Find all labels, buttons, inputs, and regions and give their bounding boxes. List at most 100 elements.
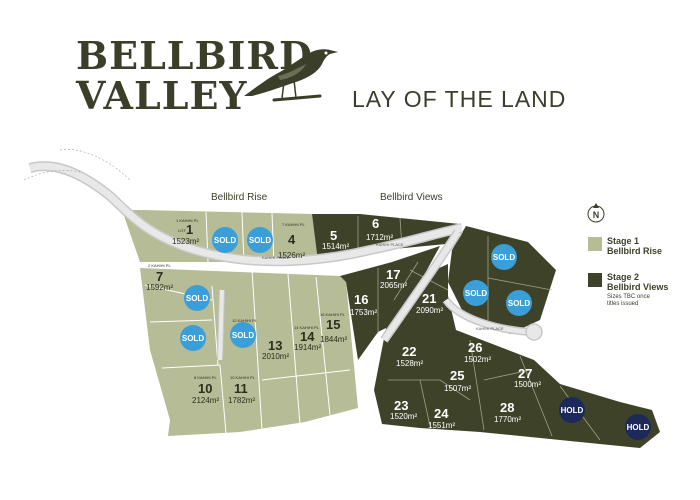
map-legend: Stage 1 Bellbird Rise Stage 2 Bellbird V…	[588, 236, 668, 324]
svg-text:14: 14	[300, 329, 315, 344]
svg-text:SOLD: SOLD	[465, 289, 487, 298]
lot-22[interactable]: 22 1528m²	[396, 344, 423, 368]
svg-text:14 KAHIHI PL: 14 KAHIHI PL	[294, 325, 320, 330]
svg-text:11: 11	[234, 381, 248, 396]
north-letter: N	[593, 210, 600, 220]
svg-text:1500m²: 1500m²	[514, 380, 541, 389]
lot-27[interactable]: 27 1500m²	[514, 366, 541, 389]
svg-text:SOLD: SOLD	[186, 294, 208, 303]
lot-23[interactable]: 23 1520m²	[390, 398, 417, 421]
svg-text:2 KAHIHI PL: 2 KAHIHI PL	[148, 263, 171, 268]
sold-badge[interactable]: SOLD	[230, 322, 256, 348]
lot-14[interactable]: 14 KAHIHI PL 14 1914m²	[294, 325, 321, 352]
svg-text:1: 1	[186, 222, 193, 237]
svg-text:2124m²: 2124m²	[192, 396, 219, 405]
svg-text:SOLD: SOLD	[182, 334, 204, 343]
lot-block-rise-south	[140, 268, 358, 436]
lot-17[interactable]: 17 2065m²	[380, 267, 407, 290]
sold-badges: SOLD SOLD SOLD SOLD SOLD SOLD SOLD SOLD	[180, 227, 532, 351]
svg-text:1753m²: 1753m²	[350, 308, 377, 317]
brand-wordmark: BELLBIRD VALLEY	[76, 36, 313, 116]
lot-26[interactable]: 26 1502m²	[464, 340, 491, 364]
legend-stage-2: Stage 2 Bellbird Views Sizes TBC once ti…	[588, 272, 668, 308]
stage-1-lot-labels: 1 KAHIHI PL LOT 1 1523m² 7 KAHIHI PL 4 1…	[146, 218, 347, 405]
lot-10[interactable]: 8 KAHIHI PL 10 2124m²	[192, 375, 219, 405]
svg-text:LOT: LOT	[178, 228, 186, 233]
legend-stage-1: Stage 1 Bellbird Rise	[588, 236, 668, 256]
lot-5[interactable]: 5 1514m²	[322, 228, 349, 251]
svg-text:10: 10	[198, 381, 212, 396]
svg-text:1 KAHIHI PL: 1 KAHIHI PL	[176, 218, 199, 223]
svg-text:7: 7	[156, 269, 163, 284]
svg-text:1770m²: 1770m²	[494, 415, 521, 424]
lot-6[interactable]: 6 1712m²	[366, 216, 393, 242]
sold-badge[interactable]: SOLD	[247, 227, 273, 253]
lot-16[interactable]: 16 1753m²	[350, 292, 377, 317]
svg-text:1844m²: 1844m²	[320, 335, 347, 344]
svg-text:21: 21	[422, 291, 436, 306]
legend-note: Sizes TBC once titles issued	[607, 294, 668, 308]
lot-13[interactable]: 12 KAHIHI PL 13 2010m²	[232, 318, 289, 361]
legend-note-line-2: titles issued	[607, 301, 639, 307]
legend-note-line-1: Sizes TBC once	[607, 294, 650, 300]
svg-text:8 KAHIHI PL: 8 KAHIHI PL	[194, 375, 217, 380]
svg-text:HOLD: HOLD	[627, 423, 650, 432]
hold-badge[interactable]: HOLD	[559, 397, 585, 423]
svg-text:2065m²: 2065m²	[380, 281, 407, 290]
svg-text:5: 5	[330, 228, 337, 243]
svg-text:2090m²: 2090m²	[416, 306, 443, 315]
sold-badge[interactable]: SOLD	[491, 244, 517, 270]
svg-text:1520m²: 1520m²	[390, 412, 417, 421]
svg-text:1526m²: 1526m²	[278, 251, 305, 260]
svg-text:25: 25	[450, 368, 464, 383]
svg-text:2010m²: 2010m²	[262, 352, 289, 361]
sold-badge[interactable]: SOLD	[463, 280, 489, 306]
brand-line-1: BELLBIRD	[76, 33, 313, 78]
svg-text:16 KAHIHI PL: 16 KAHIHI PL	[320, 312, 346, 317]
svg-text:10 KAHIHI PL: 10 KAHIHI PL	[230, 375, 256, 380]
hold-badge[interactable]: HOLD	[625, 414, 651, 440]
sold-badge[interactable]: SOLD	[184, 285, 210, 311]
lot-7[interactable]: 2 KAHIHI PL 7 1592m²	[146, 263, 173, 292]
lot-4[interactable]: 7 KAHIHI PL 4 1526m²	[278, 222, 305, 260]
svg-text:15: 15	[326, 317, 340, 332]
lot-11[interactable]: 10 KAHIHI PL 11 1782m²	[228, 375, 256, 405]
lot-1[interactable]: 1 KAHIHI PL LOT 1 1523m²	[172, 218, 199, 246]
svg-text:24: 24	[434, 406, 449, 421]
svg-text:1712m²: 1712m²	[366, 233, 393, 242]
road-network: KAHIHI PLACE KAHIHI PLACE KAHIHI PLACE	[23, 149, 543, 361]
legend-stage-2-name: Bellbird Views	[607, 282, 669, 292]
svg-text:17: 17	[386, 267, 400, 282]
legend-swatch-stage-1	[588, 237, 602, 251]
svg-text:22: 22	[402, 344, 416, 359]
lot-28[interactable]: 28 1770m²	[494, 400, 521, 424]
legend-swatch-stage-2	[588, 273, 602, 287]
svg-text:16: 16	[354, 292, 368, 307]
lot-25[interactable]: 25 1507m²	[444, 368, 471, 393]
svg-text:SOLD: SOLD	[493, 253, 515, 262]
svg-text:1782m²: 1782m²	[228, 396, 255, 405]
brand-line-2: VALLEY	[76, 73, 248, 118]
svg-text:SOLD: SOLD	[249, 236, 271, 245]
bellbird-logo-icon	[244, 49, 338, 102]
sold-badge[interactable]: SOLD	[506, 290, 532, 316]
sold-badge[interactable]: SOLD	[180, 325, 206, 351]
svg-text:SOLD: SOLD	[232, 331, 254, 340]
svg-text:SOLD: SOLD	[508, 299, 530, 308]
road-label-views: KAHIHI PLACE	[376, 242, 404, 247]
svg-text:HOLD: HOLD	[561, 406, 584, 415]
svg-text:12 KAHIHI PL: 12 KAHIHI PL	[232, 318, 258, 323]
svg-text:1507m²: 1507m²	[444, 384, 471, 393]
svg-text:27: 27	[518, 366, 532, 381]
legend-stage-2-title: Stage 2	[607, 272, 640, 282]
lot-24[interactable]: 24 1551m²	[428, 406, 455, 430]
sold-badge[interactable]: SOLD	[212, 227, 238, 253]
svg-text:23: 23	[394, 398, 408, 413]
svg-text:1592m²: 1592m²	[146, 283, 173, 292]
lot-21[interactable]: 21 2090m²	[416, 291, 443, 315]
svg-text:SOLD: SOLD	[214, 236, 236, 245]
svg-text:1502m²: 1502m²	[464, 355, 491, 364]
page-subtitle: LAY OF THE LAND	[352, 86, 567, 112]
legend-stage-1-name: Bellbird Rise	[607, 246, 663, 256]
lot-15[interactable]: 16 KAHIHI PL 15 1844m²	[320, 312, 347, 344]
